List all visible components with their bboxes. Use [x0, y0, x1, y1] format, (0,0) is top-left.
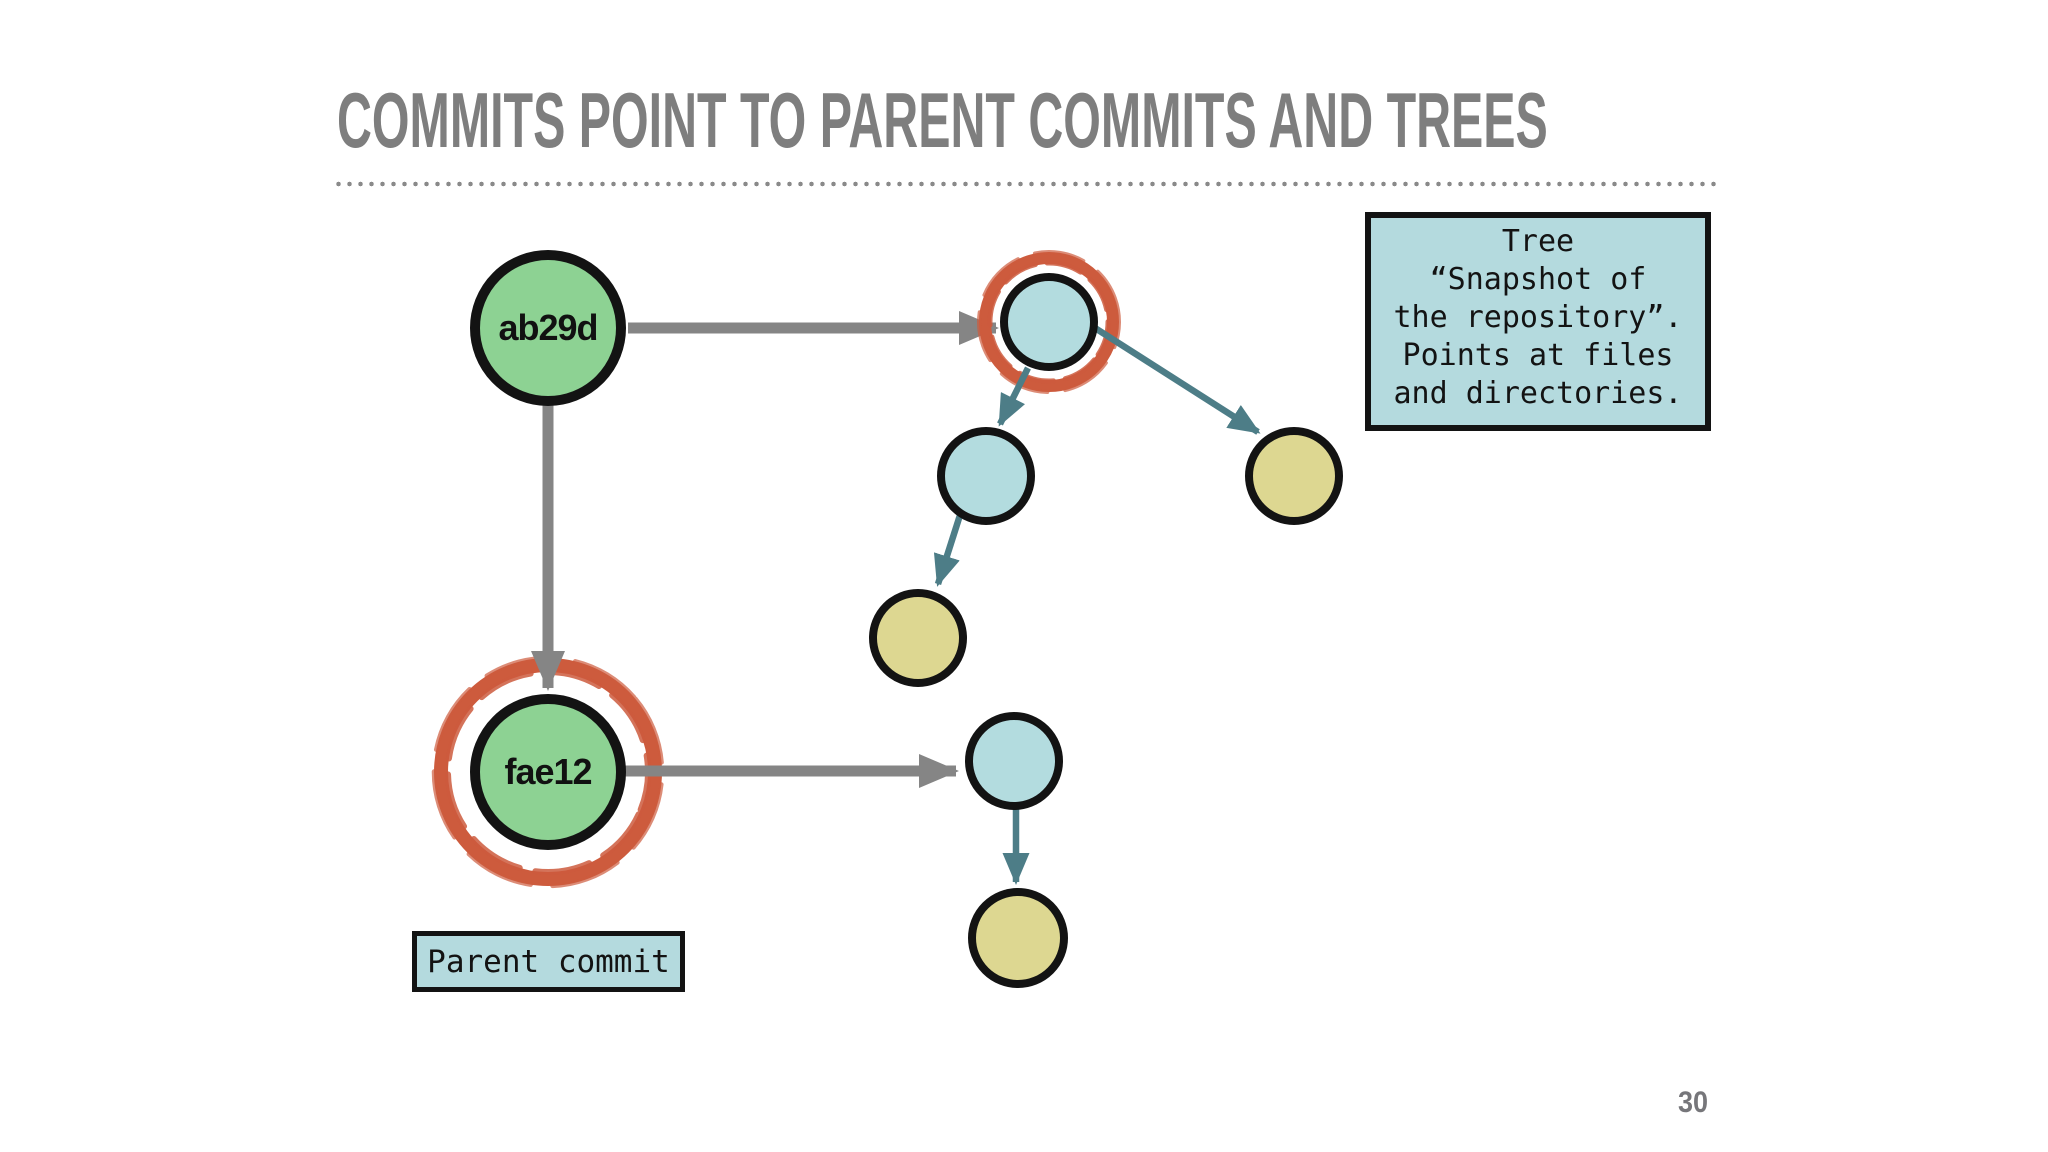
parent-commit-callout: Parent commit [412, 931, 685, 992]
blob-node-file-left [869, 589, 967, 687]
tree-node-root [1000, 273, 1098, 371]
commit-node-ab29d: ab29d [470, 250, 626, 406]
commit-label-fae12: fae12 [504, 751, 592, 792]
slide-title: COMMITS POINT TO PARENT COMMITS AND TREE… [337, 76, 1548, 164]
highlight-ring-tree [977, 250, 1121, 394]
blob-node-file-right [1245, 427, 1343, 525]
title-dotted-divider [333, 181, 1721, 187]
blob-node-file-bottom [968, 888, 1068, 988]
tree-node-parent-snapshot [965, 712, 1063, 810]
commit-label-ab29d: ab29d [498, 307, 598, 348]
commit-node-fae12: fae12 [470, 694, 626, 850]
parent-commit-callout-text: Parent commit [427, 943, 670, 980]
tree-definition-callout: Tree “Snapshot of the repository”. Point… [1365, 212, 1711, 431]
page-number: 30 [1678, 1086, 1709, 1119]
tree-node-subdirectory [937, 427, 1035, 525]
arrow-tree-top-to-blob-right [1093, 325, 1261, 435]
arrow-tree-mid-to-blob-left [933, 511, 965, 587]
arrow-tree-top-to-tree-mid [997, 366, 1031, 427]
